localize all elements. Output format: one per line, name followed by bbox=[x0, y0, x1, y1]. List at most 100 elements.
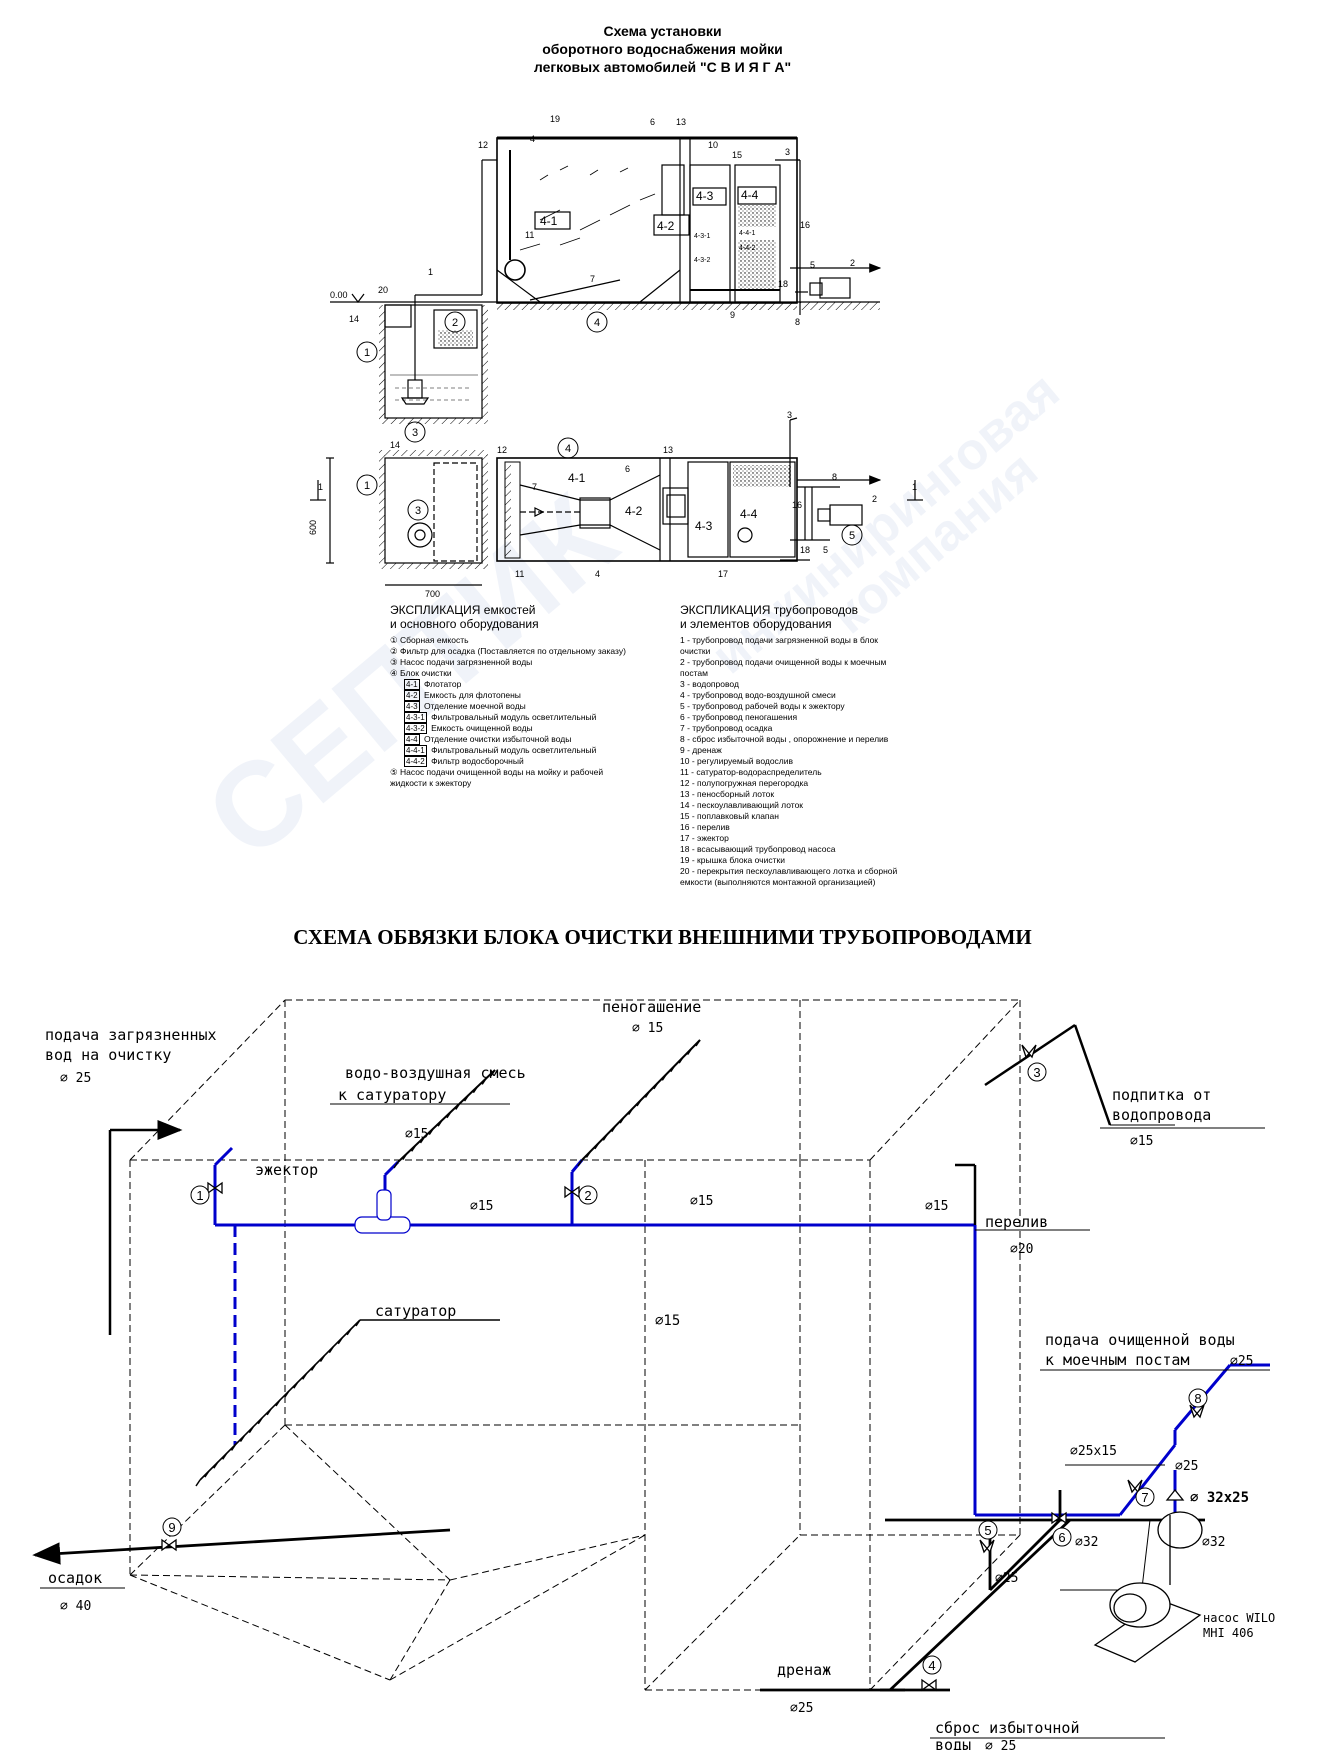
hatch-tick bbox=[195, 1479, 201, 1487]
legend-equipment-text: Отделение моечной воды bbox=[423, 701, 526, 711]
legend-equipment: ЭКСПЛИКАЦИЯ емкостей и основного оборудо… bbox=[390, 603, 690, 789]
plan-view bbox=[310, 417, 923, 586]
plan-equip-4-4: 4-4 bbox=[740, 507, 758, 521]
num-3: 3 bbox=[785, 147, 790, 157]
plan-num-18: 18 bbox=[800, 545, 810, 555]
valve-label-1: 1 bbox=[190, 1185, 210, 1205]
legend-equipment-row: ① Сборная емкость bbox=[390, 635, 690, 646]
legend-pipes-header-line1: ЭКСПЛИКАЦИЯ трубопроводов bbox=[680, 603, 859, 617]
legend-pipes-row: 13 - пеносборный лоток bbox=[680, 789, 775, 799]
section-view bbox=[330, 136, 882, 424]
legend-pipes-row: постам bbox=[680, 668, 708, 678]
pump-wilo bbox=[1093, 1511, 1203, 1663]
plan-num-13: 13 bbox=[663, 445, 673, 455]
num-1: 1 bbox=[428, 267, 433, 277]
excess-label-2: воды bbox=[935, 1736, 971, 1750]
valve-label-4: 4 bbox=[922, 1655, 942, 1675]
hatch-tick bbox=[695, 1039, 701, 1047]
svg-text:6: 6 bbox=[1058, 1530, 1065, 1545]
airmix-diameter: ∅15 bbox=[405, 1127, 428, 1142]
legend-equipment-row: 4-4 Отделение очистки избыточной воды bbox=[390, 734, 690, 745]
d32-b: ∅32 bbox=[1202, 1535, 1225, 1550]
hatch-tick bbox=[661, 1073, 667, 1081]
hatch-tick bbox=[472, 1086, 478, 1094]
plan-num-6: 6 bbox=[625, 464, 630, 474]
num-14: 14 bbox=[349, 314, 359, 324]
num-19: 19 bbox=[550, 114, 560, 124]
label-underlines bbox=[40, 1103, 1270, 1739]
legend-equipment-row: ⑤ Насос подачи очищенной воды на мойку и… bbox=[390, 767, 690, 778]
legend-equipment-code: 4-3-1 bbox=[404, 712, 427, 723]
reducer-label: ∅25х15 bbox=[1070, 1444, 1117, 1459]
valve-5 bbox=[979, 1539, 995, 1554]
legend-equipment-row: 4-3-2 Емкость очищенной воды bbox=[390, 723, 690, 734]
legend-equipment-row: ④ Блок очистки bbox=[390, 668, 690, 679]
num-15: 15 bbox=[732, 150, 742, 160]
clean-diameter: ∅25 bbox=[1230, 1354, 1253, 1369]
supply-diameter: ∅ 25 bbox=[60, 1071, 91, 1086]
equip-4-4-2: 4-4-2 bbox=[739, 245, 755, 252]
num-12: 12 bbox=[478, 140, 488, 150]
legend-pipes-row: 8 - сброс избыточной воды , опорожнение … bbox=[680, 734, 889, 744]
plan-num-12: 12 bbox=[497, 445, 507, 455]
top-title-line3: легковых автомобилей "С В И Я Г А" bbox=[533, 59, 792, 75]
excess-diameter: ∅ 25 bbox=[985, 1739, 1016, 1750]
section-mark-right: 1 bbox=[912, 482, 917, 492]
legend-pipes-row: 5 - трубопровод рабочей воды к эжектору bbox=[680, 701, 845, 711]
plan-num-7: 7 bbox=[532, 482, 537, 492]
num-7: 7 bbox=[590, 274, 595, 284]
ejector bbox=[354, 1189, 411, 1234]
plan-num-3: 3 bbox=[787, 410, 792, 420]
legend-equipment-text: Насос подачи очищенной воды на мойку и р… bbox=[400, 767, 604, 777]
legend-equipment-header-line1: ЭКСПЛИКАЦИЯ емкостей bbox=[390, 603, 536, 617]
plan-equip-4-2: 4-2 bbox=[625, 504, 643, 518]
top-circles: 1 2 3 4 1 3 4 5 bbox=[356, 311, 863, 546]
num-6: 6 bbox=[650, 117, 655, 127]
plan-num-14: 14 bbox=[390, 440, 400, 450]
legend-equipment-text: Флотатор bbox=[423, 679, 462, 689]
legend-equipment-text: Емкость очищенной воды bbox=[431, 723, 533, 733]
legend-pipes-items: 1 - трубопровод подачи загрязненной воды… bbox=[680, 635, 940, 888]
plan-num-8: 8 bbox=[832, 472, 837, 482]
d15-center: ∅15 bbox=[655, 1313, 680, 1329]
num-10: 10 bbox=[708, 140, 718, 150]
legend-equipment-text: Емкость для флотопены bbox=[423, 690, 521, 700]
plan-num-4: 4 bbox=[595, 569, 600, 579]
hatch-tick bbox=[585, 1151, 592, 1158]
svg-text:8: 8 bbox=[1194, 1391, 1201, 1406]
valve-label-7: 7 bbox=[1135, 1487, 1155, 1507]
hatch-tick bbox=[686, 1048, 693, 1055]
valve-2 bbox=[564, 1185, 580, 1199]
legend-equipment-header-line2: и основного оборудования bbox=[390, 617, 539, 631]
plan-num-2: 2 bbox=[872, 494, 877, 504]
legend-pipes-row: 10 - регулируемый водослив bbox=[680, 756, 794, 766]
top-labels: 0.00 600 700 1 1 1 2 3 4 5 6 7 8 9 10 11… bbox=[308, 114, 917, 599]
hatch-tick bbox=[619, 1116, 625, 1124]
legend-pipes: ЭКСПЛИКАЦИЯ трубопроводов и элементов об… bbox=[680, 603, 940, 888]
num-13: 13 bbox=[676, 117, 686, 127]
hatch-tick bbox=[463, 1094, 470, 1102]
legend-pipes-row: 14 - пескоулавливающий лоток bbox=[680, 800, 804, 810]
legend-equipment-text: Фильтровальный модуль осветлительный bbox=[431, 745, 597, 755]
hatch-tick bbox=[611, 1125, 617, 1133]
legend-pipes-header: ЭКСПЛИКАЦИЯ трубопроводов и элементов об… bbox=[680, 603, 940, 631]
top-title: Схема установки оборотного водоснабжения… bbox=[0, 22, 1325, 76]
pump-label-1: насос WILO bbox=[1203, 1611, 1275, 1625]
legend-pipes-row: 11 - сатуратор-водораспределитель bbox=[680, 767, 822, 777]
legend-equipment-code: ① bbox=[390, 635, 398, 645]
legend-pipes-row: 6 - трубопровод пеногашения bbox=[680, 712, 798, 722]
svg-text:3: 3 bbox=[1033, 1065, 1040, 1080]
num-17: 17 bbox=[718, 569, 728, 579]
dim-700: 700 bbox=[425, 589, 440, 599]
plan-num-11: 11 bbox=[515, 569, 524, 579]
foam-label: пеногашение bbox=[602, 998, 701, 1016]
makeup-diameter: ∅15 bbox=[1130, 1134, 1153, 1149]
section-mark-left: 1 bbox=[318, 482, 323, 492]
hatch-tick bbox=[437, 1119, 443, 1127]
foam-hatch bbox=[195, 1039, 701, 1487]
hatch-tick bbox=[577, 1159, 583, 1167]
legend-equipment-row: 4-4-2 Фильтр водосборочный bbox=[390, 756, 690, 767]
legend-pipes-row: 15 - поплавковый клапан bbox=[680, 811, 779, 821]
hatch-tick bbox=[594, 1142, 600, 1150]
